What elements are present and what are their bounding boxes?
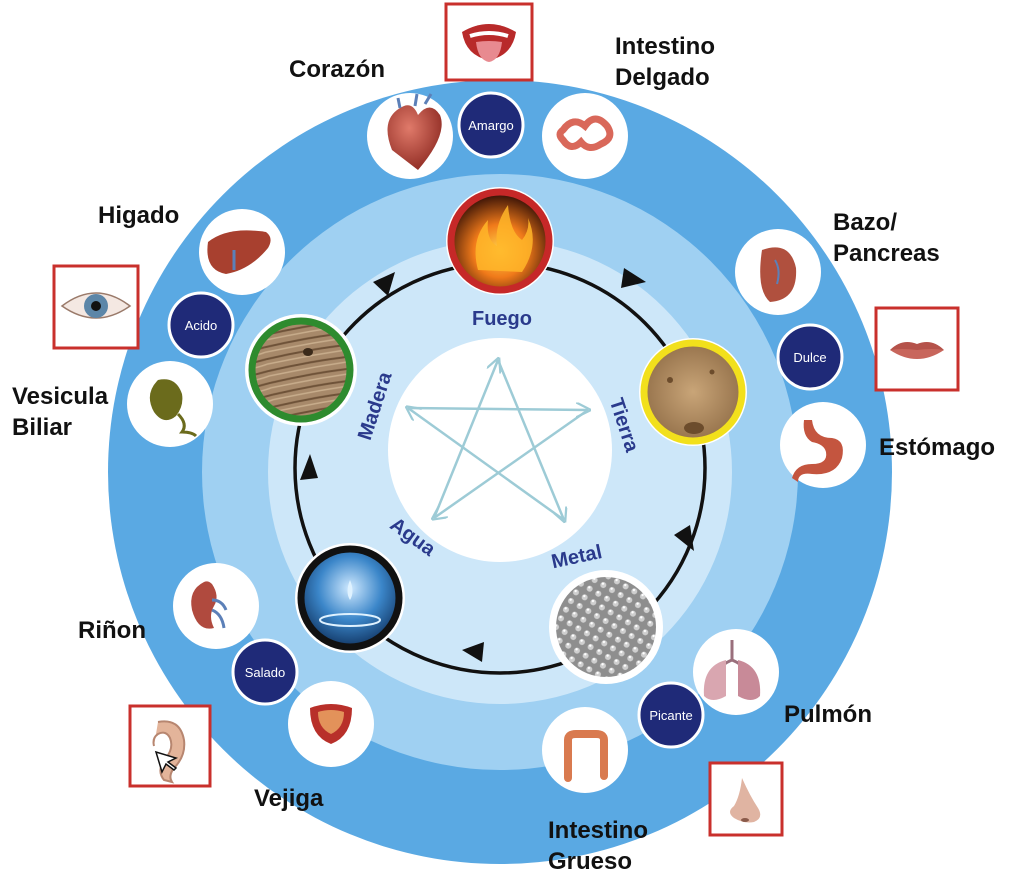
label-bazo-line1: Bazo/ — [833, 209, 897, 236]
element-metal — [549, 570, 663, 684]
flavor-salado-label: Salado — [245, 665, 285, 680]
mouth-tongue-icon — [444, 2, 534, 82]
control-cycle-pentagram — [408, 360, 588, 520]
label-intestino-grueso-line1: Intestino — [548, 817, 648, 844]
label-rinon: Riñon — [78, 617, 146, 644]
organ-small-intestine-image — [542, 93, 628, 179]
flavor-amargo: Amargo — [457, 91, 525, 159]
element-tierra — [639, 338, 747, 446]
label-fuego: Fuego — [472, 308, 532, 330]
cycle-arrows — [300, 268, 694, 662]
nose-icon — [708, 761, 784, 837]
label-intestino-grueso-line2: Grueso — [548, 848, 632, 875]
label-vesicula-line1: Vesicula — [12, 383, 109, 410]
organ-kidney-image — [173, 563, 259, 649]
label-vesicula-line2: Biliar — [12, 414, 72, 441]
organ-stomach-image — [780, 402, 866, 488]
organ-large-intestine-image — [542, 707, 628, 793]
label-bazo-line2: Pancreas — [833, 240, 940, 267]
label-pulmon: Pulmón — [784, 701, 872, 728]
organ-heart-image — [367, 93, 453, 179]
eye-icon — [52, 264, 140, 350]
organ-liver-image — [199, 209, 285, 295]
flavor-picante-label: Picante — [649, 708, 692, 723]
flavor-salado: Salado — [231, 638, 299, 706]
label-estomago: Estómago — [879, 434, 995, 461]
flavor-acido-label: Acido — [185, 318, 218, 333]
element-madera — [245, 314, 357, 426]
organ-spleen-image — [735, 229, 821, 315]
organ-gallbladder-image — [127, 361, 213, 447]
lips-icon — [874, 306, 960, 392]
organ-lung-image — [693, 629, 779, 715]
label-intestino-delgado-line2: Delgado — [615, 64, 710, 91]
flavor-picante: Picante — [637, 681, 705, 749]
flavor-dulce-label: Dulce — [793, 350, 826, 365]
flavor-dulce: Dulce — [776, 323, 844, 391]
flavor-amargo-label: Amargo — [468, 118, 514, 133]
label-corazon: Corazón — [289, 56, 385, 83]
element-agua — [295, 543, 405, 653]
label-higado: Higado — [98, 202, 179, 229]
center-disc — [388, 338, 612, 562]
flavor-acido: Acido — [167, 291, 235, 359]
label-vejiga: Vejiga — [254, 785, 324, 812]
element-fuego — [446, 187, 554, 295]
label-intestino-delgado-line1: Intestino — [615, 33, 715, 60]
organ-bladder-image — [288, 681, 374, 767]
ear-icon — [128, 704, 212, 788]
